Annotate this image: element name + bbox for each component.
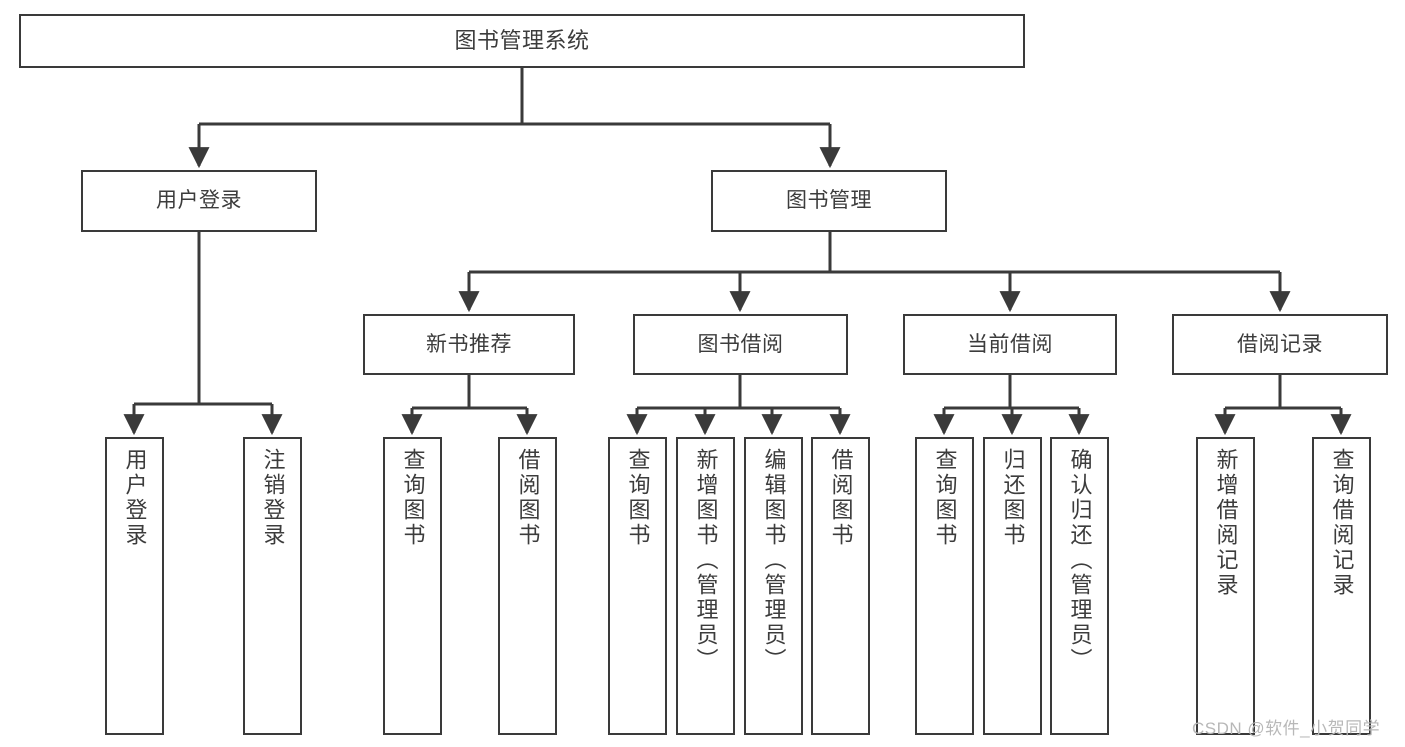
node-leaf-query-book-2[interactable]: 查询图书 xyxy=(608,437,667,735)
node-leaf-add-book[interactable]: 新增图书（管理员） xyxy=(676,437,735,735)
node-root[interactable]: 图书管理系统 xyxy=(19,14,1025,68)
node-book-manage[interactable]: 图书管理 xyxy=(711,170,947,232)
node-leaf-query-book-1[interactable]: 查询图书 xyxy=(383,437,442,735)
node-book-borrow[interactable]: 图书借阅 xyxy=(633,314,848,375)
node-leaf-return-book-label: 归还图书 xyxy=(1000,448,1026,548)
node-current-borrow[interactable]: 当前借阅 xyxy=(903,314,1117,375)
node-leaf-add-record[interactable]: 新增借阅记录 xyxy=(1196,437,1255,735)
node-leaf-user-logout[interactable]: 注销登录 xyxy=(243,437,302,735)
node-user-login[interactable]: 用户登录 xyxy=(81,170,317,232)
node-leaf-user-login-label: 用户登录 xyxy=(122,448,148,548)
node-leaf-confirm-return-label: 确认归还（管理员） xyxy=(1067,448,1093,673)
node-borrow-record-label: 借阅记录 xyxy=(1237,332,1323,356)
node-leaf-edit-book[interactable]: 编辑图书（管理员） xyxy=(744,437,803,735)
node-leaf-query-record[interactable]: 查询借阅记录 xyxy=(1312,437,1371,735)
node-leaf-borrow-book-1[interactable]: 借阅图书 xyxy=(498,437,557,735)
node-leaf-query-book-3[interactable]: 查询图书 xyxy=(915,437,974,735)
node-leaf-edit-book-label: 编辑图书（管理员） xyxy=(761,448,787,673)
node-leaf-confirm-return[interactable]: 确认归还（管理员） xyxy=(1050,437,1109,735)
node-leaf-add-book-label: 新增图书（管理员） xyxy=(693,448,719,673)
node-root-label: 图书管理系统 xyxy=(454,27,590,53)
node-leaf-borrow-book-2-label: 借阅图书 xyxy=(828,448,854,548)
node-book-manage-label: 图书管理 xyxy=(786,189,872,213)
node-leaf-add-record-label: 新增借阅记录 xyxy=(1213,448,1239,598)
node-new-book-recommend[interactable]: 新书推荐 xyxy=(363,314,575,375)
node-user-login-label: 用户登录 xyxy=(156,189,242,213)
node-book-borrow-label: 图书借阅 xyxy=(697,332,784,356)
node-borrow-record[interactable]: 借阅记录 xyxy=(1172,314,1388,375)
node-leaf-return-book[interactable]: 归还图书 xyxy=(983,437,1042,735)
node-leaf-query-book-1-label: 查询图书 xyxy=(400,448,426,548)
node-new-book-recommend-label: 新书推荐 xyxy=(426,332,512,356)
node-leaf-user-logout-label: 注销登录 xyxy=(260,448,286,548)
node-leaf-query-book-3-label: 查询图书 xyxy=(932,448,958,548)
node-leaf-borrow-book-1-label: 借阅图书 xyxy=(515,448,541,548)
node-leaf-user-login[interactable]: 用户登录 xyxy=(105,437,164,735)
node-leaf-borrow-book-2[interactable]: 借阅图书 xyxy=(811,437,870,735)
node-current-borrow-label: 当前借阅 xyxy=(967,332,1053,356)
csdn-watermark: CSDN @软件_小贺同学 xyxy=(1192,719,1381,738)
node-leaf-query-record-label: 查询借阅记录 xyxy=(1329,448,1355,598)
node-leaf-query-book-2-label: 查询图书 xyxy=(625,448,651,548)
